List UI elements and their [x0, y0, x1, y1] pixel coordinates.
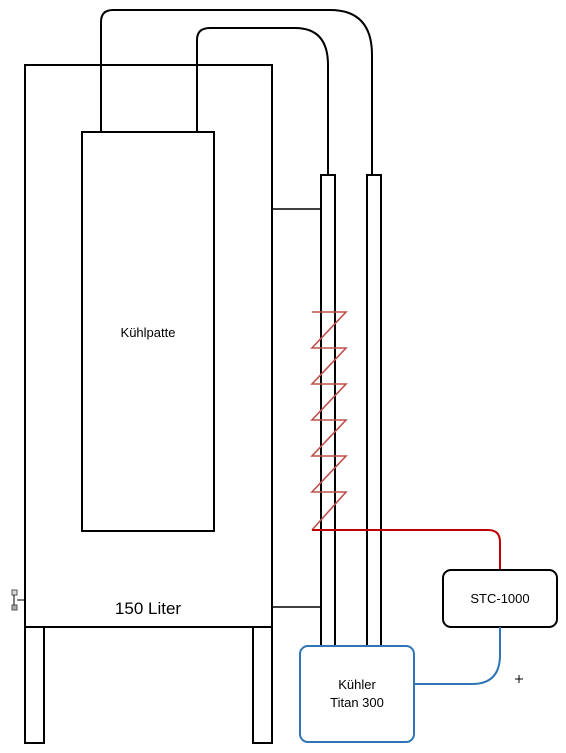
heating-wire [312, 529, 501, 570]
cooling-plate [81, 131, 215, 532]
pipe-left [320, 174, 336, 649]
tap-icon [11, 589, 25, 611]
controller-label: STC-1000 [470, 591, 529, 606]
heating-coil [310, 311, 348, 531]
chiller-label-line2: Titan 300 [330, 695, 384, 710]
hose-inner [196, 27, 329, 175]
tank-body [24, 64, 273, 628]
crosshair-icon [515, 675, 523, 683]
hose-outer [100, 9, 373, 175]
pipe-right [366, 174, 382, 649]
chiller-wire [414, 627, 501, 685]
chiller-box [299, 645, 415, 743]
chiller-label-line1: Kühler [338, 677, 376, 692]
tank-leg-right [252, 626, 273, 744]
plate-label: Kühlpatte [121, 325, 176, 340]
volume-label: 150 Liter [115, 599, 181, 618]
tank-leg-left [24, 626, 45, 744]
